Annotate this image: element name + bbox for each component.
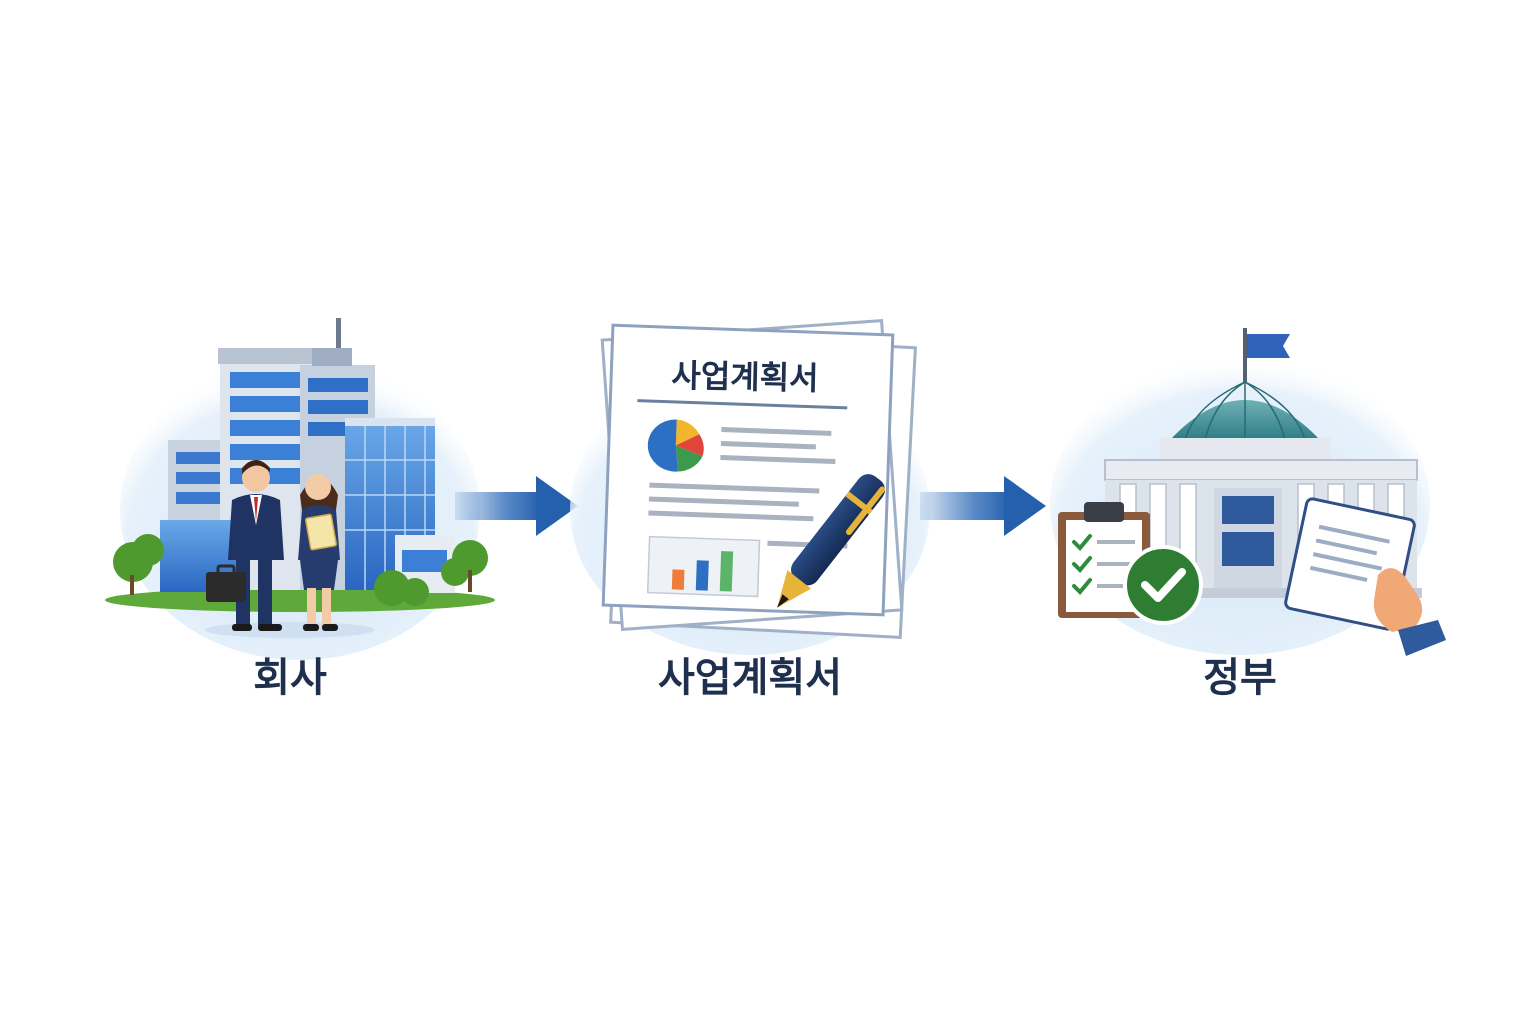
step-label-company: 회사 [253, 655, 327, 701]
step-label-business-plan: 사업계획서 [658, 655, 842, 701]
document-heading: 사업계획서 [671, 356, 819, 398]
step-label-government: 정부 [1203, 655, 1277, 701]
bar-chart-icon [646, 535, 761, 598]
government-building-icon [1050, 328, 1446, 656]
hand-icon [1373, 568, 1446, 656]
office-building-icon [105, 318, 495, 660]
flow-arrow-1 [455, 476, 578, 536]
business-plan-document-icon [570, 318, 930, 655]
businessman-figure [206, 460, 284, 631]
flow-arrow-2 [920, 476, 1046, 536]
approval-check-icon [1123, 545, 1203, 625]
pie-chart-icon [647, 419, 704, 472]
businesswoman-figure [298, 474, 340, 631]
pen-icon [777, 474, 886, 608]
